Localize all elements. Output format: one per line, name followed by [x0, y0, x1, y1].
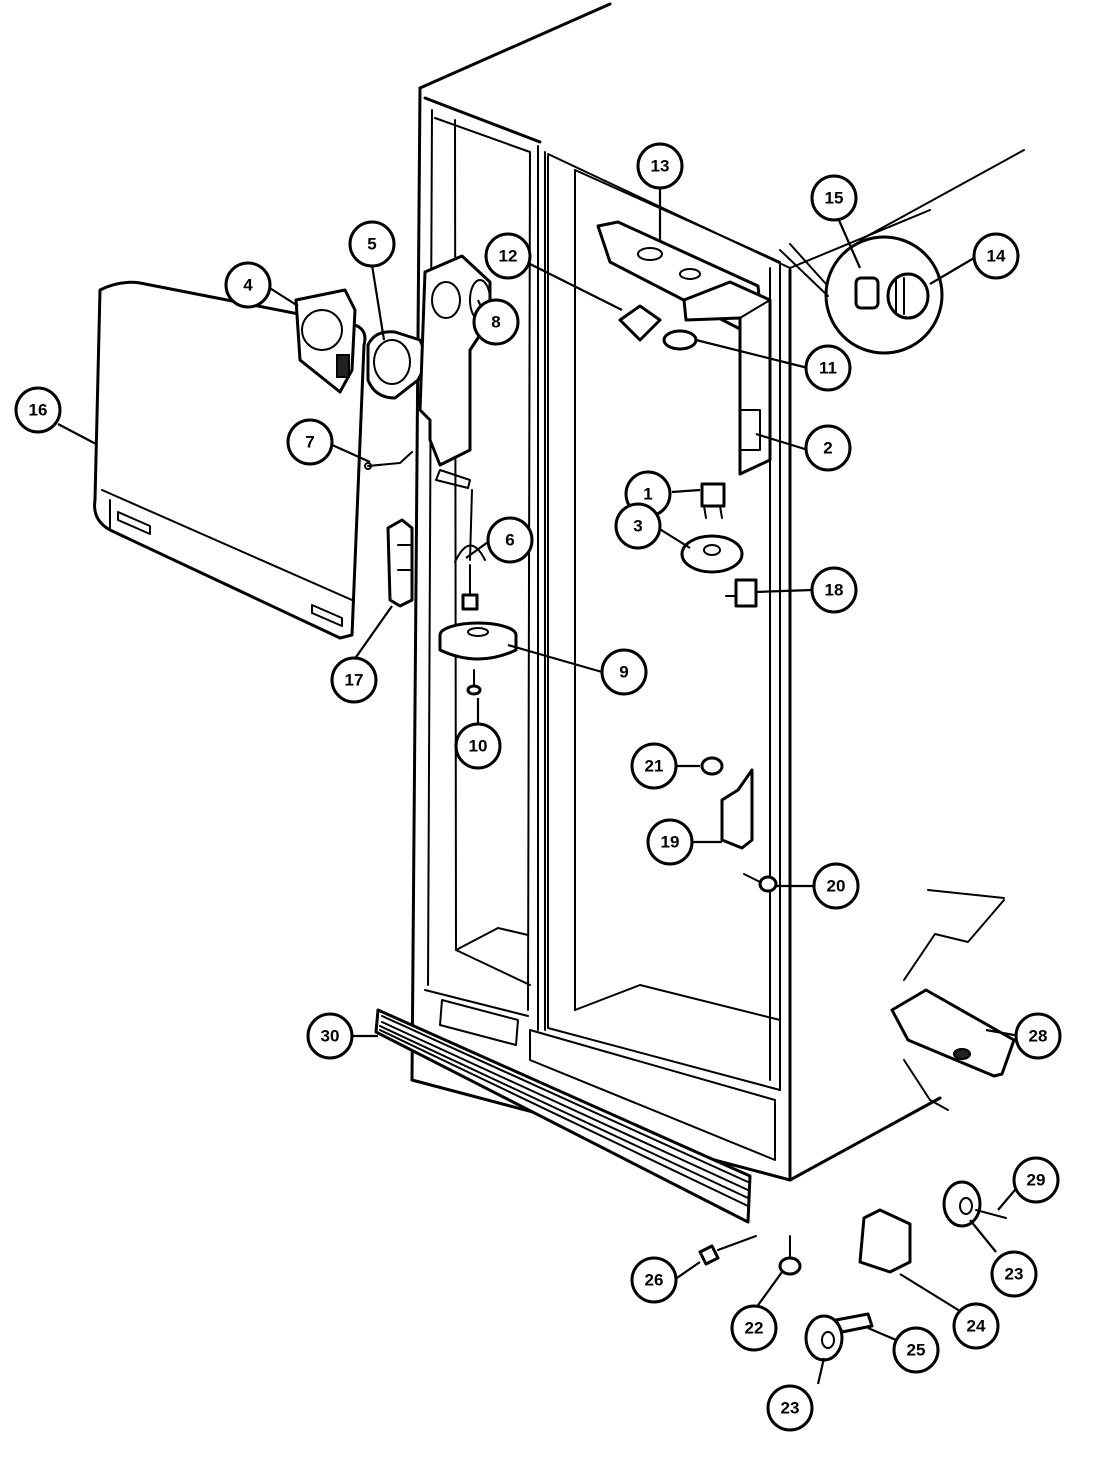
- svg-text:16: 16: [29, 401, 48, 420]
- callout-12: 12: [484, 232, 532, 280]
- mounting-screw: [466, 669, 482, 696]
- callout-28: 28: [1014, 1012, 1062, 1060]
- auger-housing-plate: [294, 288, 357, 394]
- svg-text:7: 7: [305, 433, 314, 452]
- svg-text:10: 10: [469, 737, 488, 756]
- callout-24: 24: [952, 1302, 1000, 1350]
- callout-26: 26: [630, 1256, 678, 1304]
- light-bulb: [662, 329, 698, 351]
- svg-text:6: 6: [505, 531, 514, 550]
- roller-assembly-right: [942, 1180, 1007, 1228]
- svg-text:23: 23: [1005, 1265, 1024, 1284]
- callout-20: 20: [812, 862, 860, 910]
- svg-text:2: 2: [823, 439, 832, 458]
- svg-text:18: 18: [825, 581, 844, 600]
- svg-text:4: 4: [243, 276, 253, 295]
- hinge-bracket: [720, 768, 754, 850]
- callout-22: 22: [730, 1304, 778, 1352]
- callout-16: 16: [14, 386, 62, 434]
- svg-text:24: 24: [967, 1317, 986, 1336]
- callout-6: 6: [486, 516, 534, 564]
- temperature-sensor: [725, 578, 758, 608]
- callout-17: 17: [330, 656, 378, 704]
- kick-plate-grille: [374, 1008, 752, 1224]
- svg-text:3: 3: [633, 517, 642, 536]
- svg-text:21: 21: [645, 757, 664, 776]
- svg-text:19: 19: [661, 833, 680, 852]
- svg-text:17: 17: [345, 671, 364, 690]
- callout-7: 7: [286, 418, 334, 466]
- dispenser-bracket: [386, 518, 414, 608]
- light-shield-detail: [779, 235, 944, 355]
- grille-clip: [698, 1235, 757, 1266]
- lamp-socket: [618, 304, 662, 342]
- svg-text:29: 29: [1027, 1171, 1046, 1190]
- callout-15: 15: [810, 174, 858, 222]
- callout-4: 4: [224, 261, 272, 309]
- svg-text:15: 15: [825, 189, 844, 208]
- svg-text:12: 12: [499, 247, 518, 266]
- svg-text:26: 26: [645, 1271, 664, 1290]
- callout-3: 3: [614, 502, 662, 550]
- svg-text:11: 11: [819, 359, 837, 378]
- svg-text:22: 22: [745, 1319, 764, 1338]
- actuator-rod: [454, 489, 486, 611]
- control-box: [682, 280, 772, 476]
- callout-13: 13: [636, 142, 684, 190]
- grommet: [700, 756, 724, 776]
- svg-text:23: 23: [781, 1399, 800, 1418]
- dispenser-cup: [438, 621, 518, 661]
- svg-text:9: 9: [619, 663, 628, 682]
- callout-10: 10: [454, 722, 502, 770]
- callout-2: 2: [804, 424, 852, 472]
- svg-text:30: 30: [321, 1027, 340, 1046]
- callout-11: 11: [804, 344, 852, 392]
- hinge-screw: [743, 873, 778, 893]
- svg-text:25: 25: [907, 1341, 926, 1360]
- svg-text:8: 8: [491, 313, 500, 332]
- callout-30: 30: [306, 1012, 354, 1060]
- roller-assembly-left: [804, 1314, 844, 1362]
- callout-23-right: 23: [990, 1250, 1038, 1298]
- callout-9: 9: [600, 648, 648, 696]
- svg-text:14: 14: [987, 247, 1006, 266]
- callout-25: 25: [892, 1326, 940, 1374]
- roller-bracket: [858, 1208, 912, 1274]
- callout-5: 5: [348, 220, 396, 268]
- actuator-link: [364, 451, 413, 470]
- callout-14: 14: [972, 232, 1020, 280]
- svg-text:5: 5: [367, 235, 376, 254]
- rear-bracket-detail: [890, 889, 1016, 1111]
- door-switch: [700, 482, 726, 519]
- svg-text:1: 1: [643, 485, 652, 504]
- callout-19: 19: [646, 818, 694, 866]
- callout-18: 18: [810, 566, 858, 614]
- dispenser-housing: [418, 254, 492, 489]
- control-knob: [680, 534, 744, 574]
- callout-29: 29: [1012, 1156, 1060, 1204]
- svg-text:28: 28: [1029, 1027, 1048, 1046]
- dispenser-cover-panel: [93, 280, 367, 640]
- callout-8: 8: [472, 298, 520, 346]
- callout-23-left: 23: [766, 1384, 814, 1432]
- svg-text:13: 13: [651, 157, 670, 176]
- leveling-leg: [778, 1235, 802, 1276]
- svg-text:20: 20: [827, 877, 846, 896]
- auger-motor: [366, 330, 426, 400]
- callout-21: 21: [630, 742, 678, 790]
